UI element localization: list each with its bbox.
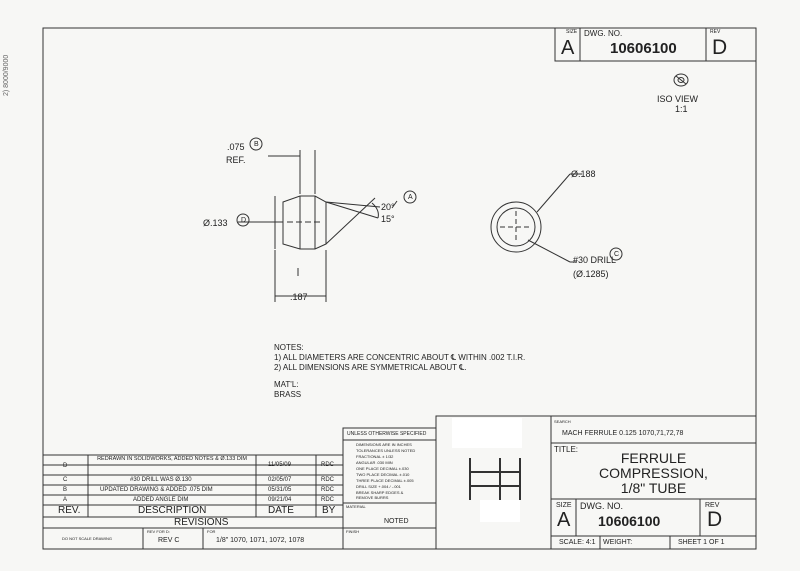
tol-line-9: BREAK SHARP EDGES & xyxy=(356,490,404,495)
rev-row-3-date: 05/31/05 xyxy=(268,487,292,493)
finish-label: FINISH xyxy=(346,529,360,534)
logo-whiteout xyxy=(452,418,522,448)
rev-row-4-date: 09/21/04 xyxy=(268,497,292,503)
bubble-d-letter: D xyxy=(241,217,247,224)
angle-15: 15° xyxy=(381,214,395,224)
tol-line-6: TWO PLACE DECIMAL ±.010 xyxy=(356,472,410,477)
notes-heading: NOTES: xyxy=(274,343,304,352)
tol-line-1: DIMENSIONS ARE IN INCHES xyxy=(356,442,412,447)
title-label: TITLE: xyxy=(554,445,579,454)
rev-row-4-desc: ADDED ANGLE DIM xyxy=(133,497,189,503)
rev-row-1-rev: D xyxy=(63,463,68,469)
rev-row-4-rev: A xyxy=(63,497,68,503)
rev-row-2-date: 02/05/07 xyxy=(268,477,292,483)
title-line-2: COMPRESSION, xyxy=(599,465,708,481)
tb-dwg-value: 10606100 xyxy=(598,513,661,529)
title-line-1: FERRULE xyxy=(620,450,687,466)
top-dwg-label: DWG. NO. xyxy=(584,29,623,38)
tb-weight: WEIGHT: xyxy=(603,539,633,546)
matl-value: BRASS xyxy=(274,390,302,399)
rev-row-3-rev: B xyxy=(63,487,68,493)
tol-line-8: DRILL SIZE +.004 / -.001 xyxy=(356,484,401,489)
top-size-label: SIZE xyxy=(566,29,578,35)
bubble-a xyxy=(403,190,417,204)
top-dwg-block xyxy=(554,27,757,62)
tb-rev-value: D xyxy=(707,508,723,531)
top-size-value: A xyxy=(561,37,575,59)
drill-label: #30 DRILL xyxy=(573,255,617,265)
iso-view-label: ISO VIEW xyxy=(657,94,699,104)
bubble-d xyxy=(236,213,250,227)
end-view-sketch xyxy=(490,173,582,263)
rev-row-2-by: RDC xyxy=(321,477,334,483)
note-line-1: 1) ALL DIAMETERS ARE CONCENTRIC ABOUT ℄ … xyxy=(274,353,526,362)
outer-dia-dimension: Ø.188 xyxy=(571,169,596,179)
company-logo xyxy=(469,458,521,500)
title-block-lines xyxy=(435,415,757,550)
tol-line-3: FRACTIONAL ± 1/32 xyxy=(356,454,394,459)
iso-view-sketch xyxy=(673,73,689,87)
used-on-value: 1/8" 1070, 1071, 1072, 1078 xyxy=(216,537,305,544)
rev-header-date: DATE xyxy=(268,505,294,516)
no-scale-note: DO NOT SCALE DRAWING xyxy=(62,536,113,541)
tb-dwg-label: DWG. NO. xyxy=(580,501,623,511)
bubble-a-letter: A xyxy=(408,194,413,201)
bubble-c xyxy=(609,247,623,261)
next-assy-label: REV FOR D: xyxy=(147,529,170,534)
rev-row-4-by: RDC xyxy=(321,497,334,503)
tb-scale: SCALE: 4:1 xyxy=(559,539,596,546)
material-label: MATERIAL xyxy=(346,504,366,509)
tol-line-7: THREE PLACE DECIMAL ±.005 xyxy=(356,478,414,483)
tol-line-5: ONE PLACE DECIMAL ±.030 xyxy=(356,466,409,471)
tolerance-heading: UNLESS OTHERWISE SPECIFIED xyxy=(347,431,427,437)
iso-view-scale: 1:1 xyxy=(675,104,688,114)
bubble-c-letter: C xyxy=(614,251,620,258)
tol-line-10: REMOVE BURRS xyxy=(356,495,389,500)
matl-label: MAT'L: xyxy=(274,380,299,389)
next-assy-value: REV C xyxy=(158,537,180,544)
top-rev-label: REV xyxy=(710,29,721,35)
note-line-2: 2) ALL DIMENSIONS ARE SYMMETRICAL ABOUT … xyxy=(274,363,467,372)
margin-mark: 2) 8000/9000 xyxy=(3,54,10,96)
bubble-b xyxy=(249,137,263,151)
angle-20: 20° xyxy=(381,202,395,212)
tol-line-2: TOLERANCES UNLESS NOTED xyxy=(356,448,416,453)
tol-line-4: ANGULAR .030 MIN xyxy=(356,460,393,465)
tb-size-label: SIZE xyxy=(556,502,572,509)
material-value: NOTED xyxy=(384,518,409,525)
revisions-title: REVISIONS xyxy=(174,517,229,528)
side-view-sketch xyxy=(238,150,398,302)
logo-whiteout-2 xyxy=(480,500,520,522)
tb-sheet: SHEET 1 OF 1 xyxy=(678,539,725,546)
top-rev-value: D xyxy=(712,36,728,59)
drill-dia: (Ø.1285) xyxy=(573,269,609,279)
tb-rev-label: REV xyxy=(705,502,720,509)
search-value: MACH FERRULE 0.125 1070,71,72,78 xyxy=(562,430,684,437)
used-on-label: FOR xyxy=(207,529,216,534)
rev-row-1-date: 11/05/09 xyxy=(268,462,291,468)
rev-header-desc: DESCRIPTION xyxy=(138,505,207,516)
title-line-3: 1/8" TUBE xyxy=(620,480,687,496)
ref-note: REF. xyxy=(226,155,246,165)
dia-dimension: Ø.133 xyxy=(203,218,228,228)
ref-dimension: .075 xyxy=(227,142,245,152)
search-label: SEARCH xyxy=(554,419,571,424)
rev-row-2-rev: C xyxy=(63,477,68,483)
rev-header-by: BY xyxy=(322,505,336,516)
rev-row-3-by: RDC xyxy=(321,487,334,493)
length-dimension: .187 xyxy=(290,292,308,302)
bubble-b-letter: B xyxy=(254,141,259,148)
rev-row-2-desc: #30 DRILL WAS Ø.130 xyxy=(130,477,192,483)
rev-row-1-desc: REDRAWN IN SOLIDWORKS, ADDED NOTES & Ø.1… xyxy=(97,456,247,462)
rev-header-rev: REV. xyxy=(58,505,81,516)
tb-size-value: A xyxy=(557,509,571,531)
top-dwg-value: 10606100 xyxy=(610,40,677,57)
rev-row-3-desc: UPDATED DRAWING & ADDED .075 DIM xyxy=(100,487,213,493)
rev-row-1-by: RDC xyxy=(321,462,334,468)
